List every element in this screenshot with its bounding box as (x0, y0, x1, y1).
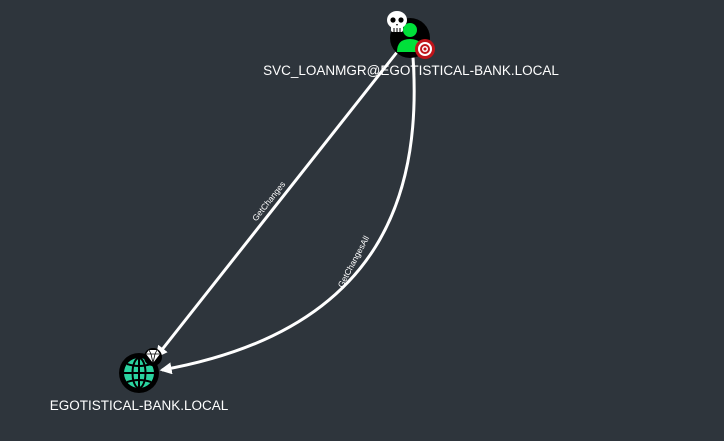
skull-icon (387, 11, 407, 32)
node-user[interactable]: SVC_LOANMGR@EGOTISTICAL-BANK.LOCAL (263, 11, 559, 78)
diamond-icon (144, 348, 162, 366)
node-domain[interactable]: EGOTISTICAL-BANK.LOCAL (50, 348, 229, 413)
node-domain-label: EGOTISTICAL-BANK.LOCAL (50, 398, 229, 413)
edge-getchanges[interactable]: GetChanges (155, 41, 407, 358)
globe-icon (124, 357, 154, 389)
target-icon (415, 39, 435, 59)
node-user-label: SVC_LOANMGR@EGOTISTICAL-BANK.LOCAL (263, 63, 559, 78)
edge-getchangesall[interactable]: GetChangesAll (159, 43, 416, 375)
